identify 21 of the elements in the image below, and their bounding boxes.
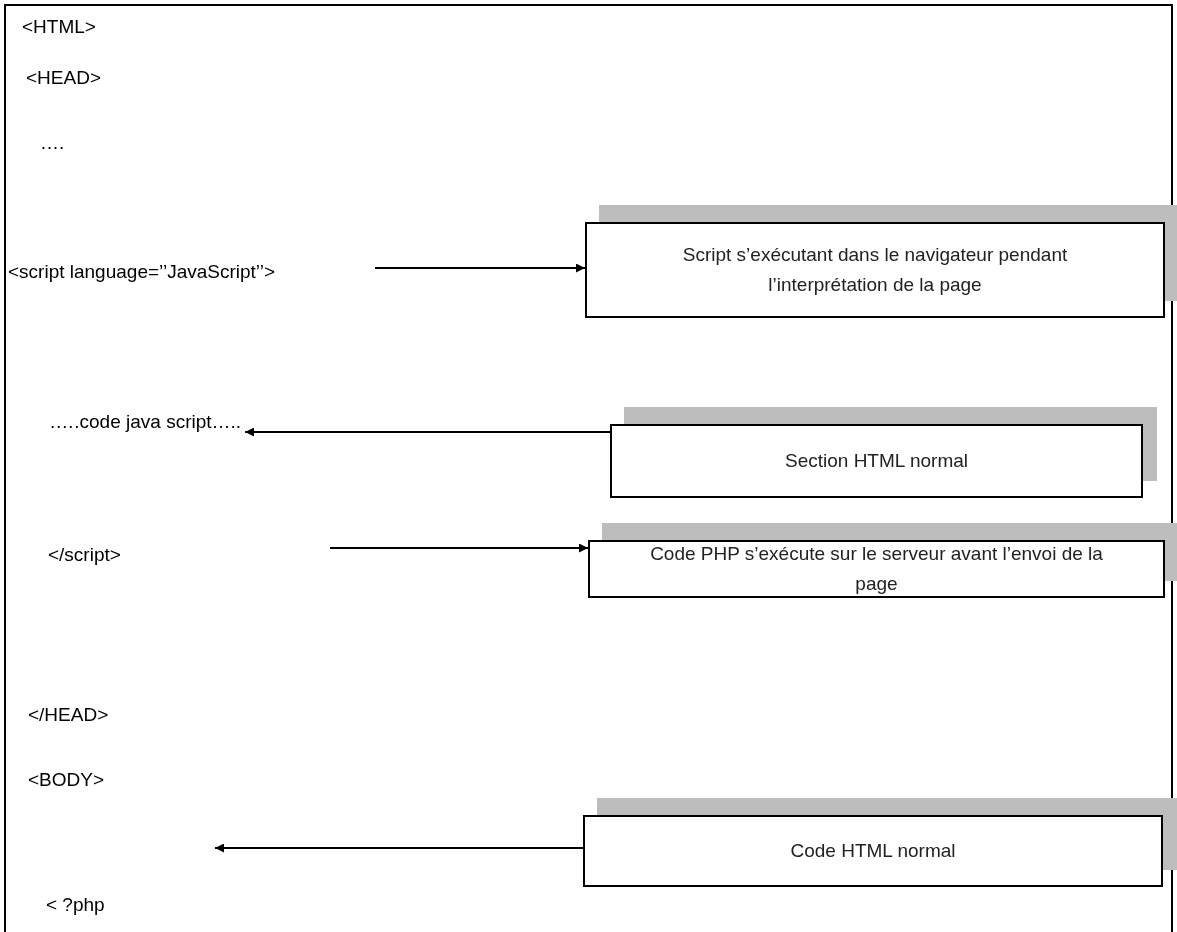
annotation-box [610, 424, 1143, 498]
code-line: <HEAD> [26, 66, 101, 90]
code-line: </HEAD> [28, 703, 109, 727]
code-line: <HTML> [22, 15, 96, 39]
code-line: <BODY> [28, 768, 105, 792]
annotation-text: Section HTML normal [785, 449, 968, 473]
annotation-text: Code HTML normal [790, 839, 956, 863]
arrow [374, 263, 586, 273]
code-line: </script> [48, 543, 121, 567]
arrow [214, 843, 584, 853]
code-line: < ?php [46, 893, 105, 917]
code-line: …. [40, 131, 65, 155]
arrow [329, 543, 589, 553]
annotation-box [588, 540, 1165, 598]
arrow [244, 427, 611, 437]
annotation-box [585, 222, 1165, 318]
code-line: <script language=’’JavaScript’’> [8, 260, 276, 284]
annotation-text: Script s’exécutant dans le navigateur pendant l’interprétation de la page [681, 243, 1069, 297]
code-line: .….code java script….. [50, 410, 242, 434]
annotation-text: Code PHP s’exécute sur le serveur avant l’envoi de la page [649, 542, 1104, 596]
annotation-box [583, 815, 1163, 887]
